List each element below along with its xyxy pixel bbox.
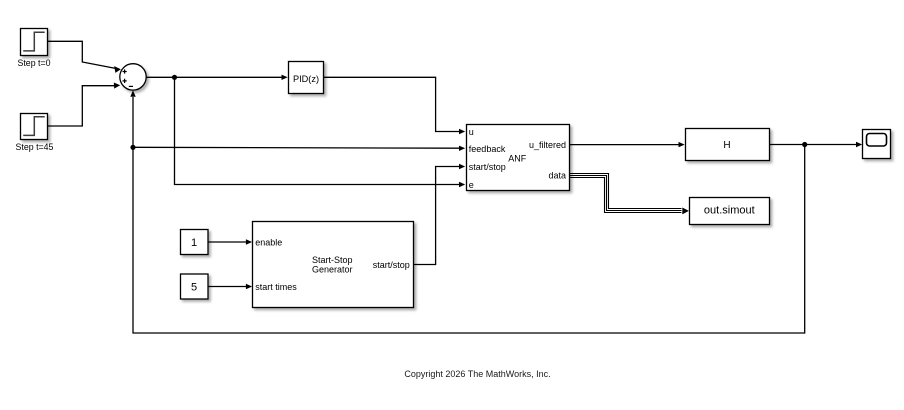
svg-text:Copyright 2026 The MathWorks,: Copyright 2026 The MathWorks, Inc. bbox=[404, 369, 550, 379]
svg-text:start times: start times bbox=[255, 282, 297, 292]
svg-text:Start-Stop: Start-Stop bbox=[312, 255, 353, 265]
svg-text:start/stop: start/stop bbox=[373, 260, 410, 270]
svg-text:H: H bbox=[723, 140, 730, 151]
svg-text:5: 5 bbox=[191, 282, 197, 294]
svg-text:start/stop: start/stop bbox=[469, 162, 506, 172]
svg-text:e: e bbox=[469, 180, 474, 190]
svg-text:feedback: feedback bbox=[469, 144, 506, 154]
svg-text:out.simout: out.simout bbox=[704, 205, 755, 217]
svg-text:data: data bbox=[548, 171, 566, 181]
svg-text:Step t=0: Step t=0 bbox=[17, 58, 50, 68]
svg-text:u_filtered: u_filtered bbox=[529, 140, 566, 150]
svg-text:u: u bbox=[469, 127, 474, 137]
svg-text:PID(z): PID(z) bbox=[293, 74, 319, 84]
svg-text:Generator: Generator bbox=[312, 264, 353, 274]
svg-text:1: 1 bbox=[191, 237, 197, 249]
svg-text:enable: enable bbox=[255, 238, 282, 248]
svg-text:ANF: ANF bbox=[508, 154, 527, 164]
svg-text:Step t=45: Step t=45 bbox=[16, 142, 54, 152]
